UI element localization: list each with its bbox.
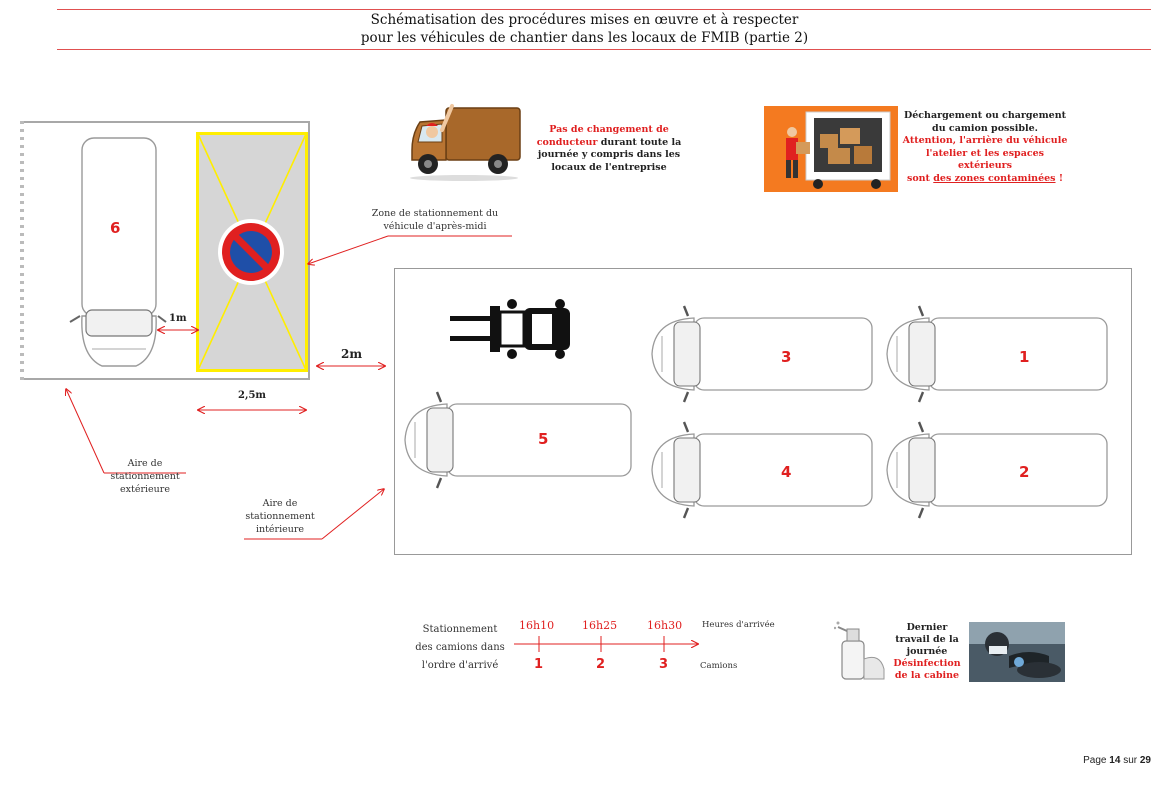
interior-area-label: Aire de stationnement intérieure [245, 498, 315, 535]
van-4-number: 4 [781, 463, 792, 481]
truck-unloading-icon [764, 106, 898, 192]
time-1: 16h10 [519, 619, 555, 632]
one-meter-arrow [156, 322, 200, 338]
disinfectant-spray-icon [834, 621, 885, 680]
interior-area-pointer [244, 485, 390, 540]
title-line-1: Schématisation des procédures mises en œ… [370, 12, 799, 28]
forklift-icon [450, 299, 570, 359]
no-parking-sign-icon [218, 219, 284, 285]
driver-note: Pas de changement de conducteur durant t… [536, 124, 682, 173]
van-1-diagram [886, 305, 1108, 403]
interior-parking-area [394, 268, 1132, 555]
zone-width-arrow [196, 402, 308, 418]
exterior-area-label: Aire de stationnement extérieure [110, 458, 180, 495]
afternoon-zone-pointer [300, 235, 512, 270]
time-3: 16h30 [647, 619, 683, 632]
page-footer: Page 14 sur 29 [1083, 755, 1151, 766]
header-bottom-rule [57, 49, 1151, 50]
timeline-caption: Stationnement des camions dans l'ordre d… [415, 624, 505, 671]
van-6-diagram [69, 137, 167, 367]
header-top-rule [57, 9, 1151, 10]
one-meter-label: 1m [169, 313, 187, 324]
camions-label: Camions [700, 661, 738, 671]
exterior-wall-edge [20, 121, 24, 380]
truck-order-1: 1 [534, 657, 544, 672]
van-6-number: 6 [110, 219, 121, 237]
two-meter-label: 2m [341, 347, 363, 361]
van-1-number: 1 [1019, 348, 1030, 366]
afternoon-vehicle-zone [196, 132, 308, 372]
loading-note: Déchargement ou chargement du camion pos… [902, 110, 1068, 184]
delivery-truck-driver-icon [410, 104, 521, 181]
van-4-diagram [651, 421, 873, 519]
afternoon-zone-label: Zone de stationnement du véhicule d'aprè… [371, 208, 499, 232]
van-2-diagram [886, 421, 1108, 519]
van-5-number: 5 [538, 430, 549, 448]
title-line-2: pour les véhicules de chantier dans les … [360, 30, 809, 46]
heures-label: Heures d'arrivée [702, 620, 775, 630]
last-task-note: Dernier travail de la journée Désinfecti… [893, 622, 961, 681]
truck-order-2: 2 [596, 657, 606, 672]
zone-width-label: 2,5m [238, 390, 266, 401]
cabin-disinfection-photo [969, 622, 1065, 682]
van-3-diagram [651, 305, 873, 403]
page-title: Schématisation des procédures mises en œ… [0, 11, 1169, 47]
van-2-number: 2 [1019, 463, 1030, 481]
arrival-timeline [514, 636, 702, 652]
van-3-number: 3 [781, 348, 792, 366]
van-5-diagram [404, 391, 632, 489]
exterior-area-pointer [60, 385, 186, 474]
two-meter-arrow [315, 358, 387, 374]
truck-order-3: 3 [659, 657, 669, 672]
time-2: 16h25 [582, 619, 618, 632]
